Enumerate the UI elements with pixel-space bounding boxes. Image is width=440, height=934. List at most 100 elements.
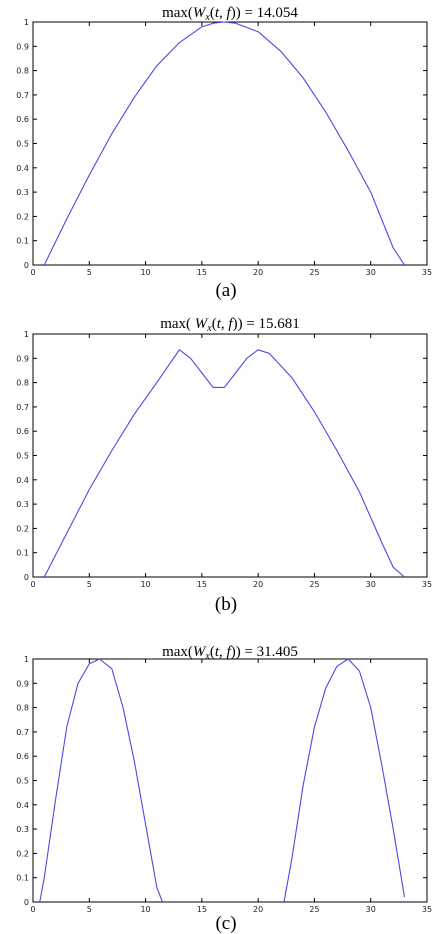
- data-point-2-0-6: [99, 658, 100, 659]
- data-point-1-0-9: [213, 387, 214, 388]
- data-point-1-0-15: [291, 377, 292, 378]
- chart-title-2: max(Wx(t, f)) = 31.405: [162, 644, 298, 662]
- series-line-2-1: [283, 658, 406, 903]
- y-tick-label-0-0: 0: [24, 261, 29, 270]
- chart-title-2-part-3: (: [210, 644, 215, 660]
- data-point-2-1-2: [303, 785, 304, 786]
- data-point-0-0-17: [393, 247, 394, 248]
- data-point-0-0-6: [179, 42, 180, 43]
- y-tick-label-0-3: 0.3: [16, 188, 29, 197]
- chart-title-1-part-5: ,: [221, 316, 229, 332]
- chart-title-1-part-6: f: [228, 316, 234, 332]
- data-point-0-0-5: [156, 65, 157, 66]
- data-point-1-0-16: [314, 411, 315, 412]
- data-point-0-0-16: [370, 192, 371, 193]
- data-point-1-0-2: [89, 489, 90, 490]
- data-point-0-0-14: [325, 111, 326, 112]
- series-line-2-0: [39, 658, 163, 903]
- data-point-1-0-0: [44, 576, 45, 577]
- data-point-0-0-11: [258, 31, 259, 32]
- data-point-1-0-18: [359, 491, 360, 492]
- data-point-1-0-13: [258, 349, 259, 350]
- x-tick-label-1-4: 20: [253, 580, 263, 589]
- x-tick-label-2-2: 10: [140, 905, 150, 914]
- data-point-2-0-7: [111, 668, 112, 669]
- plot-frame-1: [32, 333, 428, 578]
- data-point-2-0-11: [156, 887, 157, 888]
- data-point-2-0-2: [55, 799, 56, 800]
- chart-title-1-part-0: max(: [160, 316, 195, 332]
- data-point-2-1-5: [336, 666, 337, 667]
- chart-title-0-part-7: )) = 14.054: [231, 5, 299, 21]
- data-point-0-0-4: [134, 97, 135, 98]
- y-tick-label-2-4: 0.4: [16, 801, 29, 810]
- data-point-2-1-0: [283, 901, 284, 902]
- y-tick-label-1-1: 0.1: [16, 549, 29, 558]
- chart-title-0-part-0: max(: [162, 5, 193, 21]
- y-tick-label-0-1: 0.1: [16, 237, 29, 246]
- y-tick-label-0-6: 0.6: [16, 115, 29, 124]
- data-point-0-0-0: [44, 264, 45, 265]
- data-point-2-1-9: [381, 765, 382, 766]
- y-tick-label-2-1: 0.1: [16, 874, 29, 883]
- x-tick-label-2-7: 35: [422, 905, 432, 914]
- chart-title-1: max( Wx(t, f)) = 15.681: [160, 316, 300, 334]
- chart-title-0: max(Wx(t, f)) = 14.054: [162, 5, 298, 23]
- x-tick-label-0-0: 0: [30, 268, 35, 277]
- y-tick-label-1-8: 0.8: [16, 379, 29, 388]
- x-tick-label-0-4: 20: [253, 268, 263, 277]
- x-tick-label-1-5: 25: [309, 580, 319, 589]
- y-tick-label-1-4: 0.4: [16, 476, 29, 485]
- x-tick-label-2-4: 20: [253, 905, 263, 914]
- data-point-2-1-10: [393, 829, 394, 830]
- data-point-2-1-11: [404, 897, 405, 898]
- x-tick-label-2-3: 15: [197, 905, 207, 914]
- x-tick-label-0-7: 35: [422, 268, 432, 277]
- data-point-1-0-10: [224, 387, 225, 388]
- data-point-1-0-14: [269, 353, 270, 354]
- data-point-1-0-11: [235, 372, 236, 373]
- chart-title-1-part-2: x: [206, 323, 212, 334]
- chart-title-0-part-2: x: [204, 12, 210, 23]
- chart-title-2-part-6: f: [227, 644, 233, 660]
- data-point-1-0-6: [179, 349, 180, 350]
- y-tick-label-1-5: 0.5: [16, 452, 29, 461]
- data-point-2-0-12: [162, 901, 163, 902]
- data-point-1-0-20: [393, 567, 394, 568]
- y-tick-label-0-7: 0.7: [16, 91, 29, 100]
- x-tick-label-0-2: 10: [140, 268, 150, 277]
- series-line-1-0: [43, 349, 405, 578]
- data-point-1-0-5: [156, 382, 157, 383]
- x-tick-label-0-1: 5: [87, 268, 92, 277]
- data-point-1-0-17: [336, 450, 337, 451]
- chart-title-1-part-3: (: [212, 316, 217, 332]
- data-point-2-1-7: [359, 671, 360, 672]
- y-tick-label-1-6: 0.6: [16, 427, 29, 436]
- x-tick-label-1-6: 30: [366, 580, 376, 589]
- chart-title-0-part-4: t: [215, 5, 220, 21]
- chart-title-1-part-7: )) = 15.681: [233, 316, 300, 332]
- chart-title-1-part-4: t: [217, 316, 222, 332]
- data-point-2-0-8: [122, 707, 123, 708]
- x-tick-label-1-0: 0: [30, 580, 35, 589]
- y-tick-label-1-7: 0.7: [16, 403, 29, 412]
- y-tick-label-2-9: 0.9: [16, 679, 29, 688]
- data-point-1-0-4: [134, 414, 135, 415]
- panel-caption-2: (c): [215, 913, 236, 934]
- data-point-1-0-19: [381, 542, 382, 543]
- data-point-2-0-3: [66, 726, 67, 727]
- chart-title-2-part-0: max(: [162, 644, 193, 660]
- y-tick-label-1-10: 1: [24, 330, 29, 339]
- data-point-2-0-4: [77, 683, 78, 684]
- chart-title-2-part-1: W: [193, 644, 207, 660]
- data-point-2-0-1: [44, 877, 45, 878]
- data-point-0-0-13: [303, 77, 304, 78]
- data-point-1-0-7: [190, 358, 191, 359]
- data-point-1-0-12: [246, 358, 247, 359]
- chart-title-2-part-2: x: [204, 651, 210, 662]
- data-point-0-0-3: [111, 133, 112, 134]
- x-tick-label-1-3: 15: [197, 580, 207, 589]
- x-tick-label-1-2: 10: [140, 580, 150, 589]
- data-point-2-0-5: [89, 663, 90, 664]
- plot-frame-0: [32, 21, 428, 266]
